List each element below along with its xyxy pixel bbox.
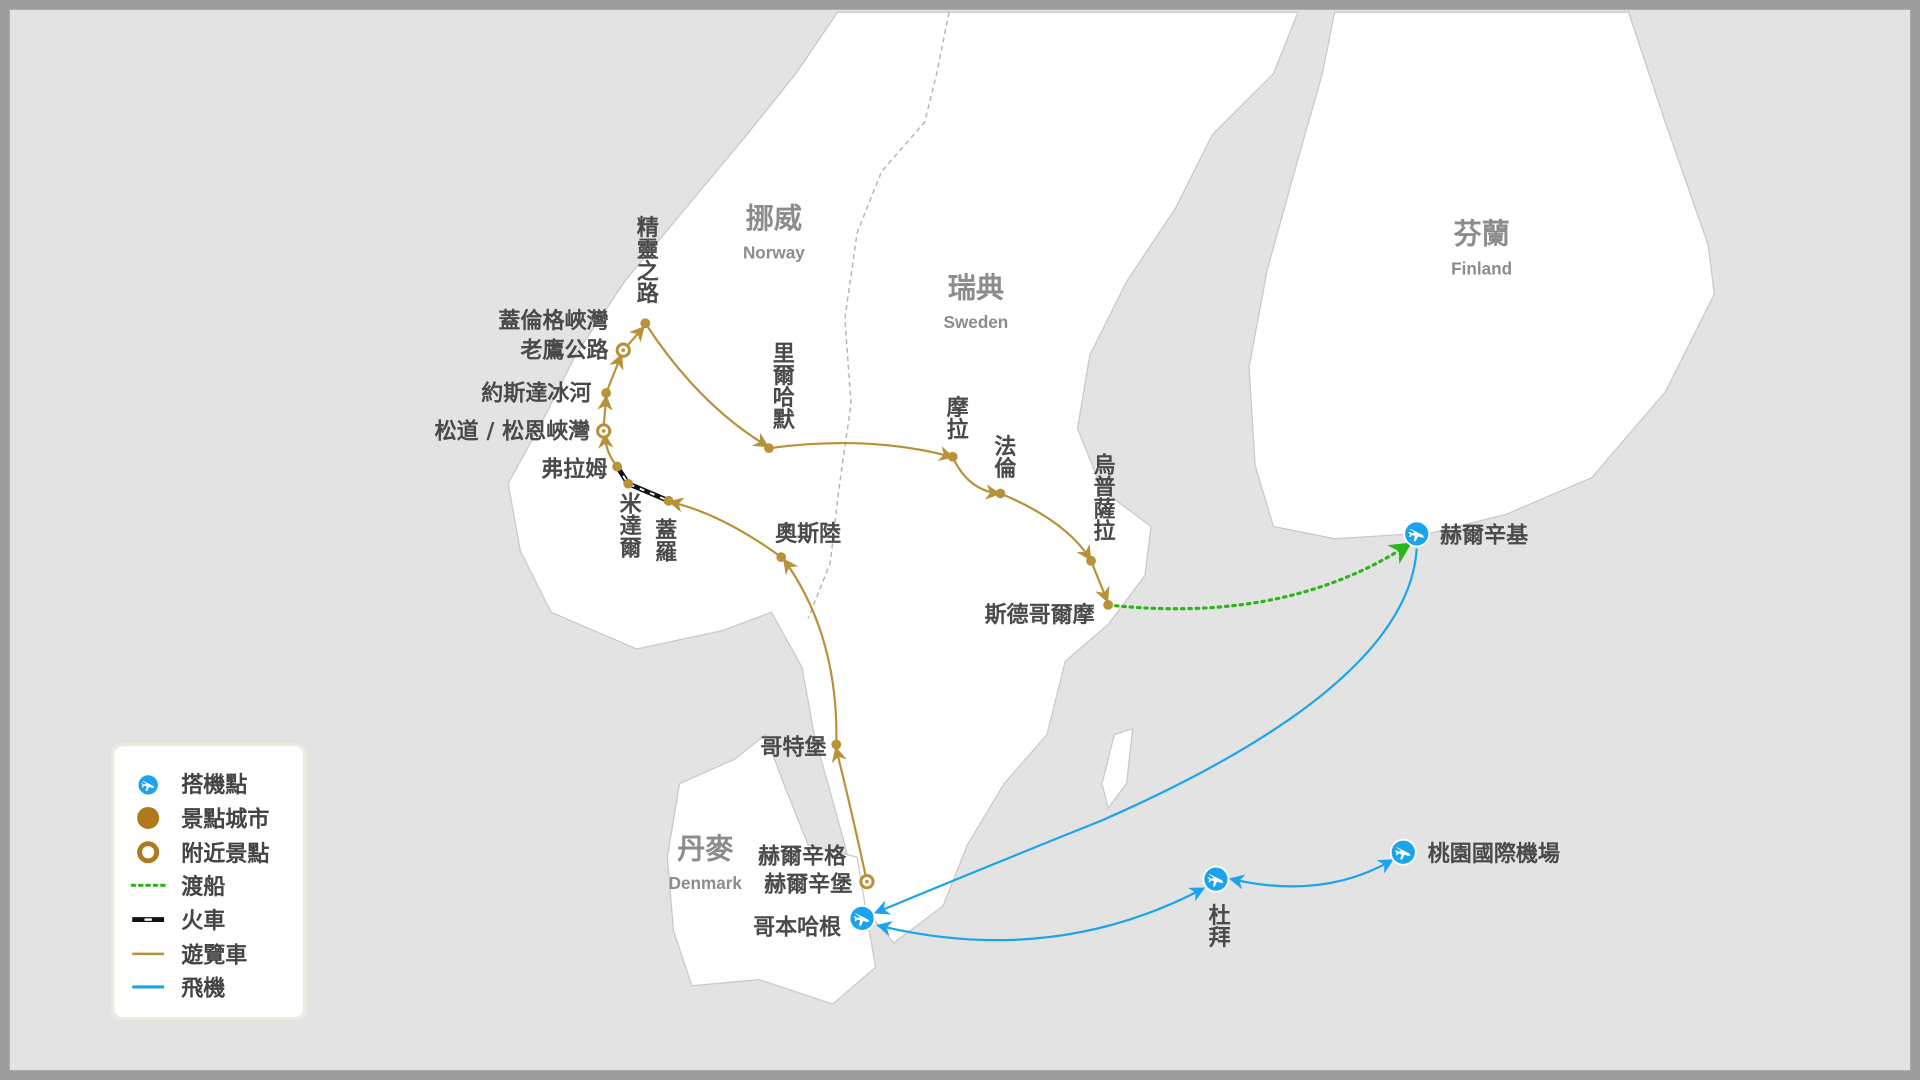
- country-norway-en: Norway: [743, 242, 805, 262]
- route-segment: [644, 322, 770, 448]
- route-segment: [605, 353, 624, 394]
- ferry-route: [1106, 542, 1412, 611]
- city-dot-flam: [612, 461, 623, 472]
- norway-sweden-border: [807, 12, 950, 619]
- legend-label: 搭機點: [181, 773, 247, 798]
- legend-box: [110, 742, 307, 1021]
- country-denmark-en: Denmark: [669, 873, 743, 893]
- airport-icon: [136, 773, 160, 797]
- label-mora: 摩拉: [943, 395, 969, 440]
- city-dot-geilo: [663, 495, 674, 506]
- label-helsingborg: 赫爾辛格: [758, 843, 847, 869]
- airport-icon-copenhagen: [848, 904, 876, 932]
- city-dot-icon: [137, 806, 160, 829]
- label-helsinki: 赫爾辛基: [1440, 522, 1529, 548]
- label-geilo: 蓋羅: [651, 517, 677, 562]
- label-stockholm: 斯德哥爾摩: [985, 602, 1095, 628]
- nearby-rings: [596, 342, 875, 890]
- route-segment: [951, 456, 1002, 500]
- legend-label: 渡船: [181, 874, 225, 900]
- label-trollstigen: 精靈之路: [633, 215, 659, 304]
- city-dot-mora: [947, 451, 958, 462]
- airport-icon-dubai: [1202, 865, 1230, 893]
- finland-land: [1248, 11, 1715, 540]
- label-geirangerfjord: 蓋倫格峽灣: [498, 308, 608, 334]
- land: [507, 11, 1715, 1005]
- country-sweden-zh: 瑞典: [948, 272, 1004, 305]
- label-sognefjord: 松道 / 松恩峽灣: [435, 418, 591, 444]
- flight-routes: [873, 548, 1418, 942]
- label-taoyuan: 桃園國際機場: [1428, 841, 1560, 867]
- place-labels: 精靈之路 蓋倫格峽灣 老鷹公路 約斯達冰河 松道 / 松恩峽灣 弗拉姆 米達爾 …: [435, 215, 1560, 949]
- gotland-land: [1101, 727, 1134, 810]
- route-segment: [597, 394, 613, 427]
- city-dot-stockholm: [1103, 600, 1114, 610]
- route-segment: [1089, 560, 1110, 603]
- legend-label: 飛機: [181, 977, 225, 1002]
- city-dot-trollstigen: [640, 318, 651, 329]
- nearby-ring-icon: [137, 841, 160, 864]
- label-myrdal: 米達爾: [616, 492, 643, 558]
- airport-icon-helsinki: [1403, 520, 1431, 548]
- city-dot-oslo: [776, 552, 787, 563]
- label-copenhagen: 哥本哈根: [753, 914, 841, 940]
- country-labels: 挪威 Norway 瑞典 Sweden 芬蘭 Finland 丹麥 Denmar…: [669, 202, 1512, 893]
- label-helsingor: 赫爾辛堡: [764, 871, 852, 897]
- legend-label: 遊覽車: [181, 942, 247, 968]
- label-dubai: 杜拜: [1205, 904, 1231, 949]
- label-lillehammer: 里爾哈默: [769, 342, 796, 432]
- denmark-land: [666, 733, 877, 1005]
- route-segment: [768, 441, 955, 461]
- legend-label: 附近景點: [181, 841, 269, 867]
- label-jostedal: 約斯達冰河: [481, 380, 591, 406]
- city-dot-jostedal: [601, 388, 612, 398]
- city-dots: [601, 318, 1114, 750]
- country-norway-zh: 挪威: [746, 202, 802, 235]
- flight-helsinki-copenhagen: [873, 548, 1418, 915]
- city-dot-gothenburg: [831, 739, 842, 750]
- route-segment: [831, 746, 869, 882]
- label-gothenburg: 哥特堡: [760, 734, 826, 760]
- label-uppsala: 烏普薩拉: [1090, 452, 1116, 541]
- airport-icon-taoyuan: [1389, 838, 1417, 866]
- route-segment: [783, 558, 838, 745]
- route-segment: [999, 492, 1092, 561]
- label-oslo: 奧斯陸: [775, 521, 841, 547]
- country-finland-zh: 芬蘭: [1453, 218, 1509, 251]
- legend: 搭機點 景點城市 附近景點 渡船 火車 遊覽車 飛機: [110, 742, 307, 1021]
- flight-copenhagen-dubai: [876, 887, 1206, 942]
- label-falun: 法倫: [990, 435, 1016, 480]
- label-flam: 弗拉姆: [541, 456, 607, 482]
- legend-label: 景點城市: [181, 807, 269, 833]
- flight-dubai-taoyuan: [1228, 859, 1394, 890]
- route-segment: [668, 497, 782, 559]
- city-dot-lillehammer: [764, 443, 774, 454]
- city-dot-falun: [995, 488, 1006, 499]
- country-denmark-zh: 丹麥: [677, 832, 734, 865]
- city-dot-myrdal: [623, 478, 634, 489]
- scandinavia-land: [507, 11, 1299, 944]
- city-dot-uppsala: [1086, 555, 1096, 566]
- country-sweden-en: Sweden: [944, 312, 1009, 332]
- label-eagle-road: 老鷹公路: [519, 338, 609, 364]
- legend-label: 火車: [181, 909, 225, 934]
- country-finland-en: Finland: [1451, 258, 1512, 278]
